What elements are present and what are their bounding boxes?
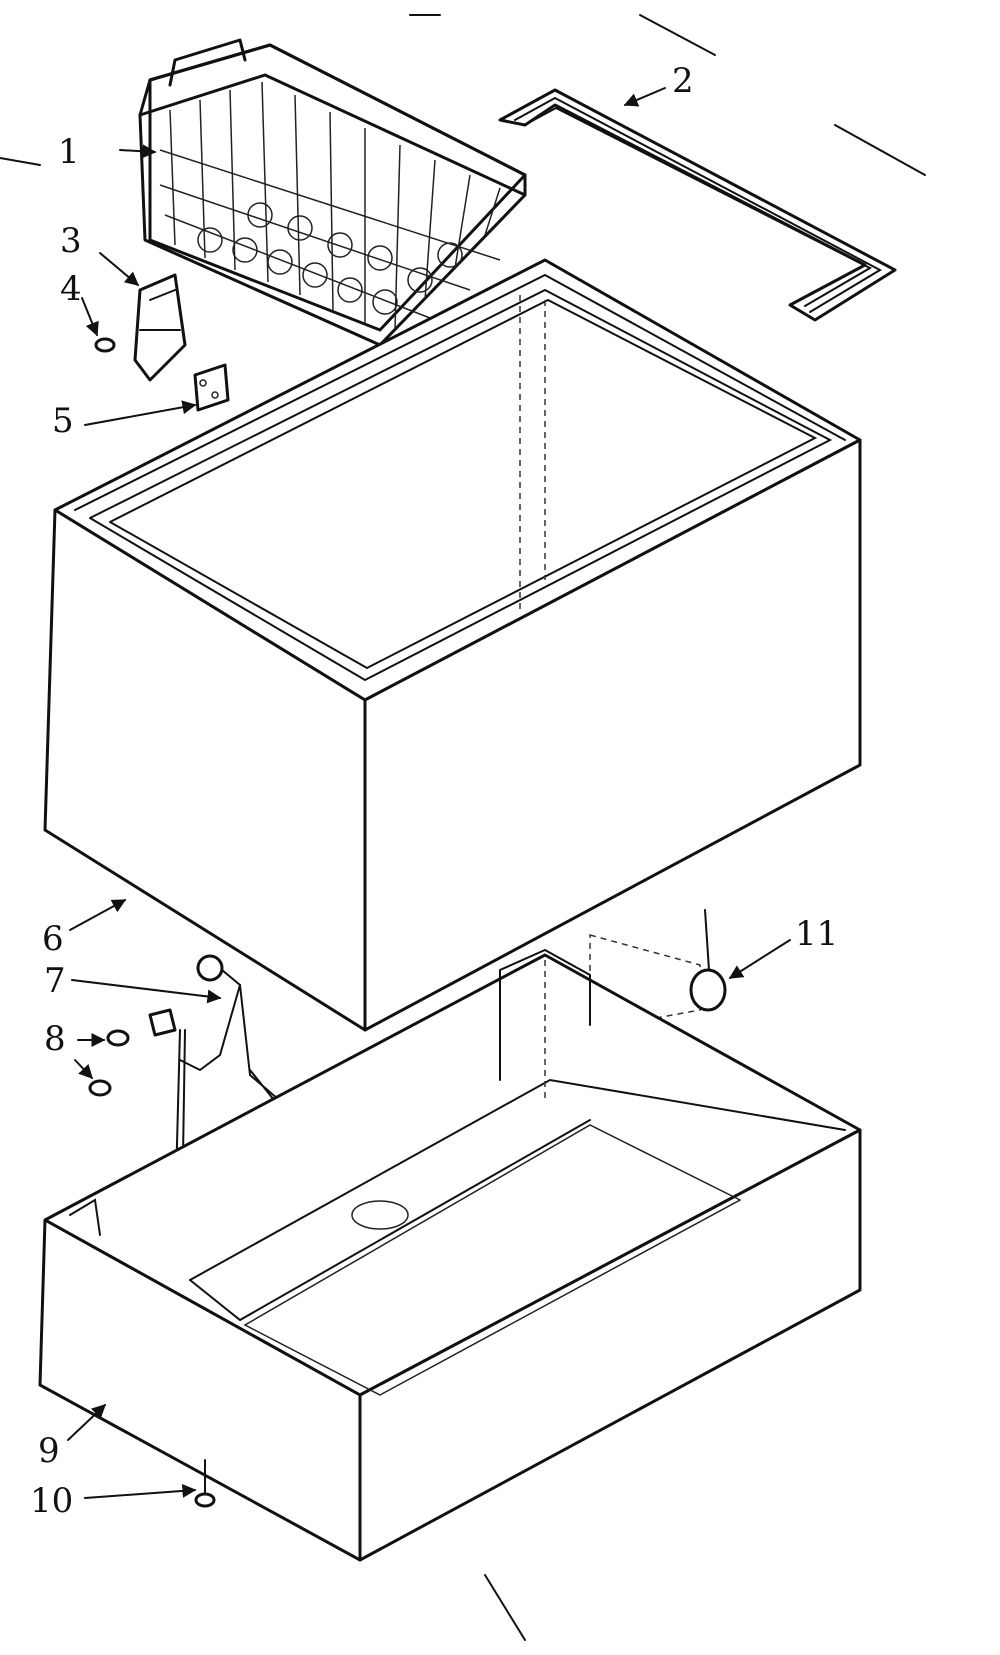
callout-2: 2 bbox=[672, 61, 694, 101]
callout-labels: 1 2 3 4 5 6 7 8 9 10 11 bbox=[30, 61, 838, 1521]
part-screws bbox=[88, 1029, 130, 1097]
part-leveling-screw bbox=[194, 1459, 216, 1508]
scan-marks bbox=[0, 14, 926, 176]
callout-11: 11 bbox=[795, 914, 838, 954]
callout-5: 5 bbox=[52, 401, 74, 441]
part-gasket bbox=[498, 88, 897, 322]
callout-8: 8 bbox=[44, 1019, 66, 1059]
callout-1: 1 bbox=[58, 132, 80, 172]
callout-3: 3 bbox=[60, 221, 82, 261]
callout-9: 9 bbox=[38, 1431, 60, 1471]
callout-6: 6 bbox=[42, 919, 64, 959]
part-cabinet bbox=[43, 258, 862, 1032]
callout-10: 10 bbox=[30, 1481, 73, 1521]
part-hinge bbox=[94, 273, 230, 412]
callout-7: 7 bbox=[44, 961, 66, 1001]
leader-lines bbox=[67, 87, 791, 1499]
part-basket bbox=[138, 38, 527, 347]
part-base bbox=[38, 948, 862, 1562]
callout-4: 4 bbox=[60, 269, 82, 309]
